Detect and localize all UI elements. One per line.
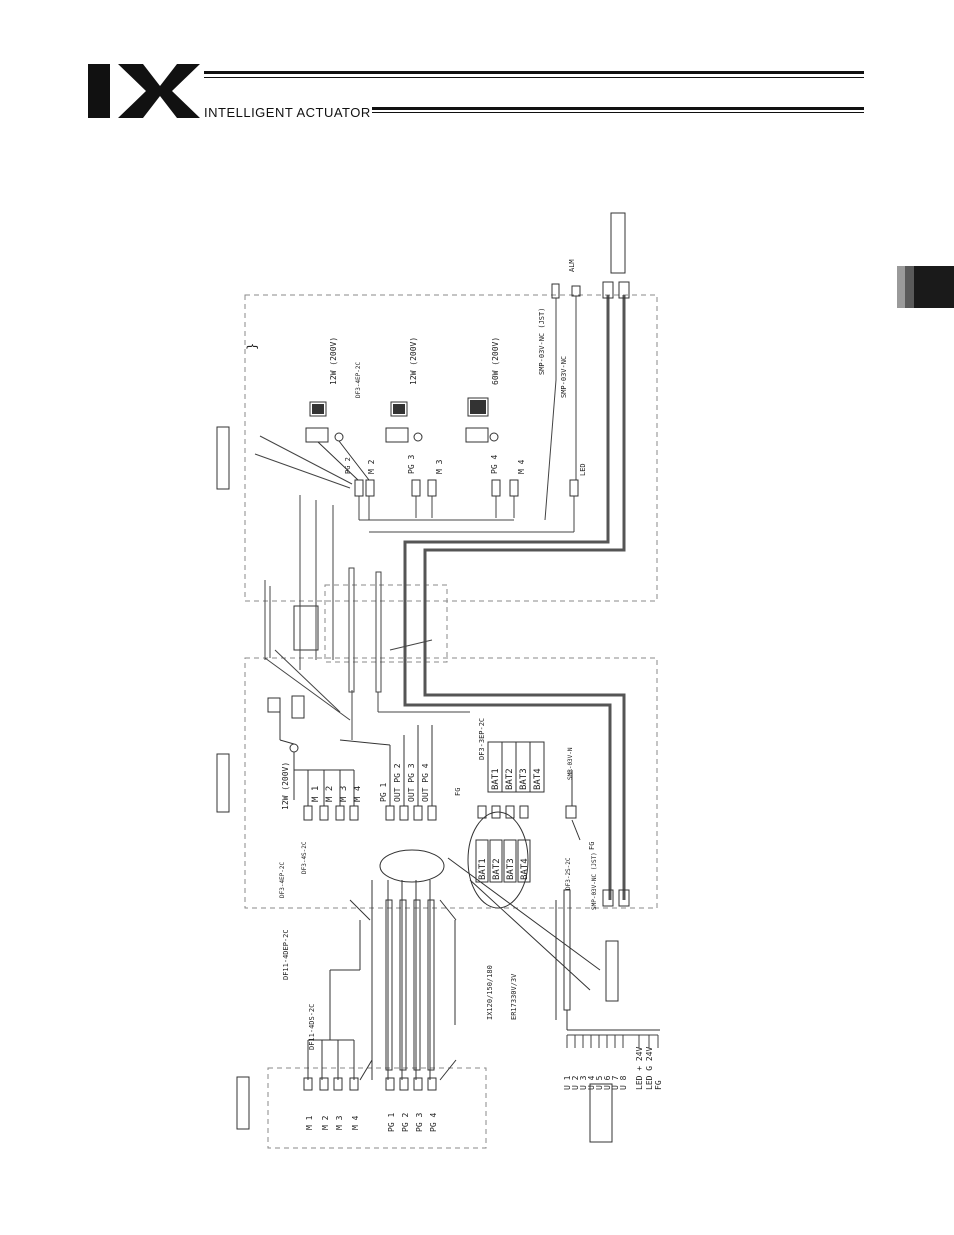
- motor3-pg: PG 3: [407, 455, 416, 474]
- cable1-label: IX120/150/180: [486, 965, 494, 1020]
- label-box-base: [216, 753, 230, 813]
- base-conn-2: DF3-4S-2C: [301, 841, 308, 874]
- io-label: LED G 24V: [645, 1046, 654, 1090]
- middle-link-region: [324, 584, 448, 663]
- base-unit-region: [244, 657, 658, 909]
- motor2-connector: DF3-4EP-2C: [355, 361, 362, 398]
- bat-connector: DF3-3EP-2C: [478, 718, 486, 760]
- thick-cable-1: [403, 295, 612, 900]
- base-m4: M 4: [353, 786, 363, 802]
- bat2-circle-label: BAT2: [492, 858, 502, 880]
- io-label: U 4: [587, 1075, 596, 1090]
- df3-2s-label: DF3-2S-2C: [565, 857, 572, 890]
- ix-logo: [88, 64, 200, 118]
- fg2-label: FG: [588, 842, 596, 850]
- header-rule-bottom-thin: [372, 112, 864, 113]
- cable2-label: ER17330V/3V: [510, 973, 518, 1020]
- base-out-pg3: OUT PG 3: [407, 763, 416, 802]
- bat2-label: BAT2: [505, 768, 515, 790]
- wiring-diagram: ALM SMP-03V-NC (JST) SMP-03V-NC } 12W (2…: [216, 212, 663, 1149]
- label-box-top-right: [610, 212, 626, 274]
- io-label: U 1: [563, 1075, 572, 1090]
- io-label: U 8: [619, 1075, 628, 1090]
- base-m2: M 2: [325, 786, 335, 802]
- brand-name: INTELLIGENT ACTUATOR: [204, 105, 371, 120]
- base-conn-1: DF3-4EP-2C: [279, 861, 286, 898]
- bottom-motor-region: [267, 1067, 487, 1149]
- motor4-pg: PG 4: [490, 455, 499, 474]
- io-label: FG: [654, 1080, 663, 1090]
- bottom-m4: M 4: [351, 1115, 360, 1130]
- motor2-pg: PG 2: [344, 457, 352, 474]
- bat4-circle-label: BAT4: [520, 858, 530, 880]
- label-box-cable: [605, 940, 619, 1002]
- bat1-circle-label: BAT1: [478, 858, 488, 880]
- header-rule-bottom: [372, 107, 864, 110]
- io-label: LED + 24V: [635, 1046, 644, 1090]
- io-label: U 6: [603, 1075, 612, 1090]
- page-header: INTELLIGENT ACTUATOR: [0, 0, 954, 140]
- bottom-pg1: PG 1: [387, 1113, 396, 1132]
- motor4-m: M 4: [517, 459, 526, 474]
- base-power-label: 12W (200V): [281, 762, 290, 810]
- motor4-power: 60W (200V): [491, 337, 500, 385]
- base-pg1: PG 1: [379, 783, 388, 802]
- brace-label: }: [245, 343, 259, 350]
- motor3-power: 12W (200V): [409, 337, 418, 385]
- df11-dep-label: DF11-4DEP-2C: [282, 929, 290, 980]
- df11-ds-label: DF11-4DS-2C: [308, 1004, 316, 1050]
- io-label: U 5: [595, 1075, 604, 1090]
- smr-label: SMR-03V-N: [567, 747, 574, 780]
- base-out-pg4: OUT PG 4: [421, 763, 430, 802]
- header-rule-top: [204, 71, 864, 74]
- alm-label: ALM: [568, 259, 576, 272]
- io-label: U 3: [579, 1075, 588, 1090]
- thick-cable-2: [423, 295, 626, 900]
- motor2-power: 12W (200V): [329, 337, 338, 385]
- bottom-m3: M 3: [335, 1115, 344, 1130]
- bottom-m1: M 1: [305, 1115, 314, 1130]
- io-label: U 7: [611, 1075, 620, 1090]
- label-box-top-left: [216, 426, 230, 490]
- label-box-bottom-right: [589, 1083, 613, 1143]
- base-fg: FG: [454, 788, 462, 796]
- base-m1: M 1: [311, 786, 321, 802]
- motor2-m: M 2: [367, 459, 376, 474]
- bottom-m2: M 2: [321, 1115, 330, 1130]
- smp-a-label: SMP-03V-NC (JST): [538, 308, 546, 375]
- io-label: U 2: [571, 1075, 580, 1090]
- bat3-circle-label: BAT3: [506, 858, 516, 880]
- header-rule-top-thin: [204, 77, 864, 78]
- bottom-pg3: PG 3: [415, 1113, 424, 1132]
- bottom-pg4: PG 4: [429, 1113, 438, 1132]
- chapter-tab: [897, 266, 954, 308]
- smp-jst-label: SMP-03V-NC (JST): [591, 852, 598, 910]
- base-m3: M 3: [339, 786, 349, 802]
- bat3-label: BAT3: [519, 768, 529, 790]
- label-box-middle: [293, 605, 319, 651]
- bat1-label: BAT1: [491, 768, 501, 790]
- bottom-pg2: PG 2: [401, 1113, 410, 1132]
- motor3-m: M 3: [435, 459, 444, 474]
- top-unit-region: [244, 294, 658, 602]
- smp-b-label: SMP-03V-NC: [560, 356, 568, 398]
- led-label: LED: [579, 463, 587, 476]
- base-out-pg2: OUT PG 2: [393, 763, 402, 802]
- bat4-label: BAT4: [533, 768, 543, 790]
- label-box-bottom-left: [236, 1076, 250, 1130]
